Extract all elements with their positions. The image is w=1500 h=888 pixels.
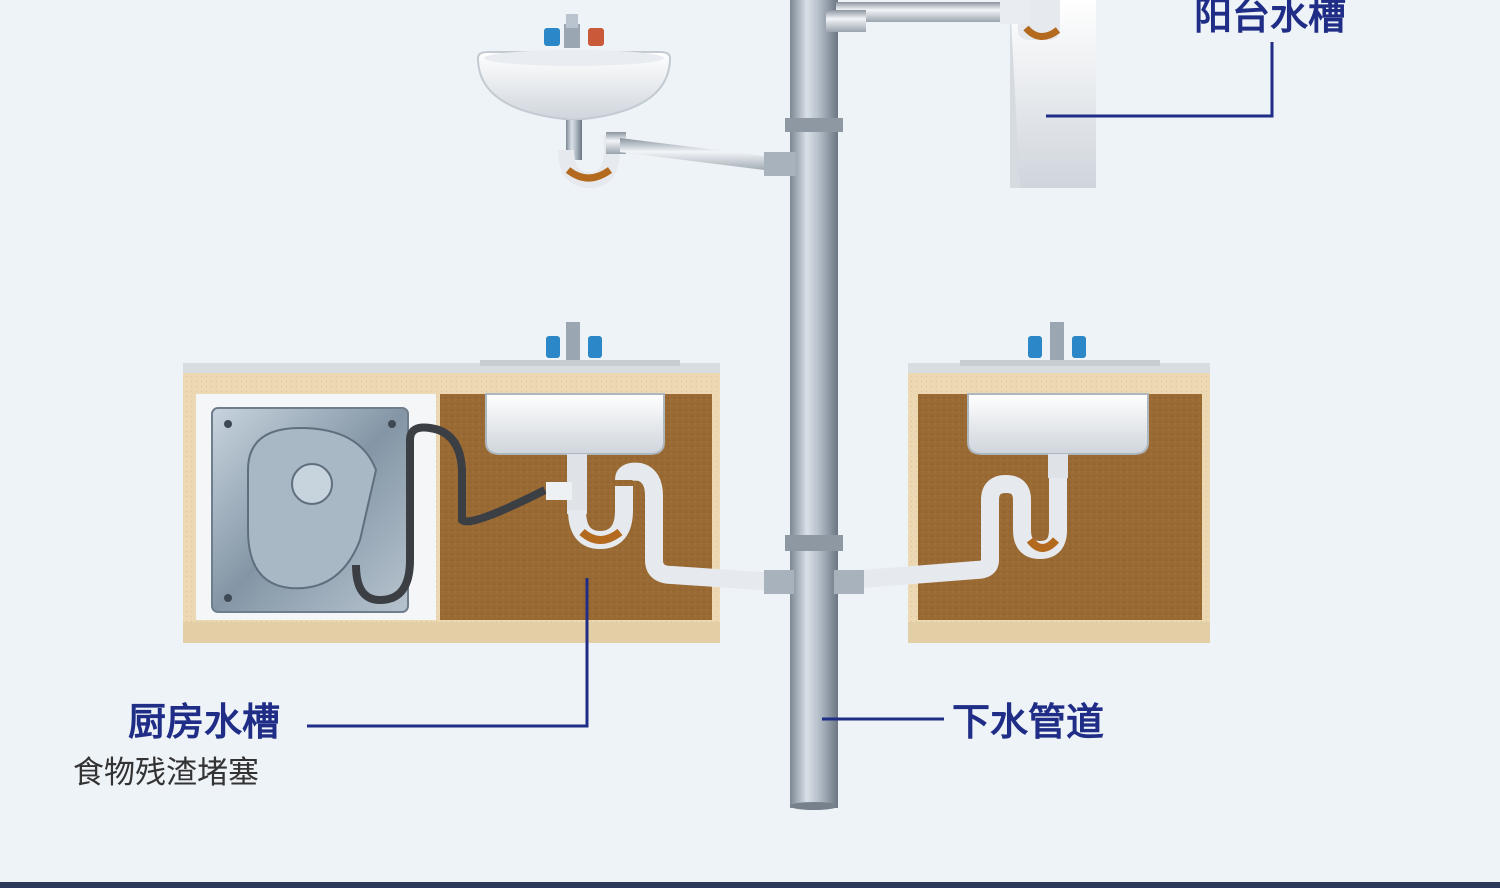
wall-washbasin bbox=[476, 14, 796, 189]
leader-lines bbox=[307, 42, 1274, 728]
faucet-icon bbox=[546, 322, 602, 362]
p-trap-icon bbox=[834, 454, 1068, 594]
faucet-icon bbox=[544, 14, 604, 48]
bottom-border bbox=[0, 882, 1500, 888]
faucet-icon bbox=[1028, 322, 1086, 362]
drain-pipe bbox=[785, 0, 843, 810]
balcony-sink-label: 阳台水槽 bbox=[1194, 0, 1347, 38]
kitchen-leader bbox=[307, 578, 589, 728]
kitchen-clog-note: 食物残渣堵塞 bbox=[73, 755, 259, 791]
p-trap-icon bbox=[546, 454, 794, 594]
right-sink bbox=[834, 322, 1160, 594]
drain-pipe-label: 下水管道 bbox=[952, 700, 1105, 744]
garbage-disposer-icon bbox=[211, 407, 547, 613]
kitchen-sink bbox=[480, 322, 794, 594]
kitchen-sink-label: 厨房水槽 bbox=[128, 700, 281, 744]
balcony-sink bbox=[826, 0, 1096, 188]
balcony-leader bbox=[1046, 42, 1274, 118]
